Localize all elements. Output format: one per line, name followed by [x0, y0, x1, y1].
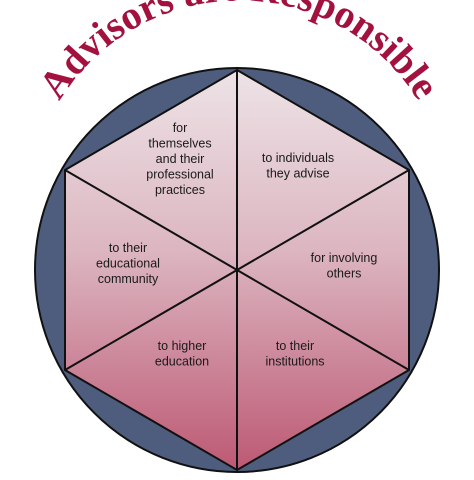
segment-label-line: institutions [265, 355, 324, 369]
segment-label-line: practices [155, 183, 205, 197]
segment-label-line: educational [96, 257, 160, 271]
segment-label-bottom-right: to their institutions [265, 339, 324, 369]
divider-diagonal-b [64, 169, 410, 371]
segment-label-line: themselves [148, 137, 211, 151]
segment-label-line: for [173, 121, 188, 135]
segment-label-line: education [155, 355, 209, 369]
segment-label-line: others [327, 267, 362, 281]
segment-label-line: to their [109, 241, 147, 255]
segment-label-line: they advise [266, 167, 329, 181]
segment-label-right: for involving others [311, 251, 378, 281]
segment-label-line: and their [156, 152, 205, 166]
segment-label-bottom-left: to higher education [155, 339, 209, 369]
segment-dividers [64, 70, 410, 470]
segment-label-line: professional [146, 168, 213, 182]
segment-label-line: to their [276, 339, 314, 353]
segment-label-line: community [98, 272, 159, 286]
segment-label-line: for involving [311, 251, 378, 265]
segment-label-top-right: to individuals they advise [262, 151, 334, 181]
segment-label-line: to higher [158, 339, 207, 353]
segment-label-line: to individuals [262, 151, 334, 165]
